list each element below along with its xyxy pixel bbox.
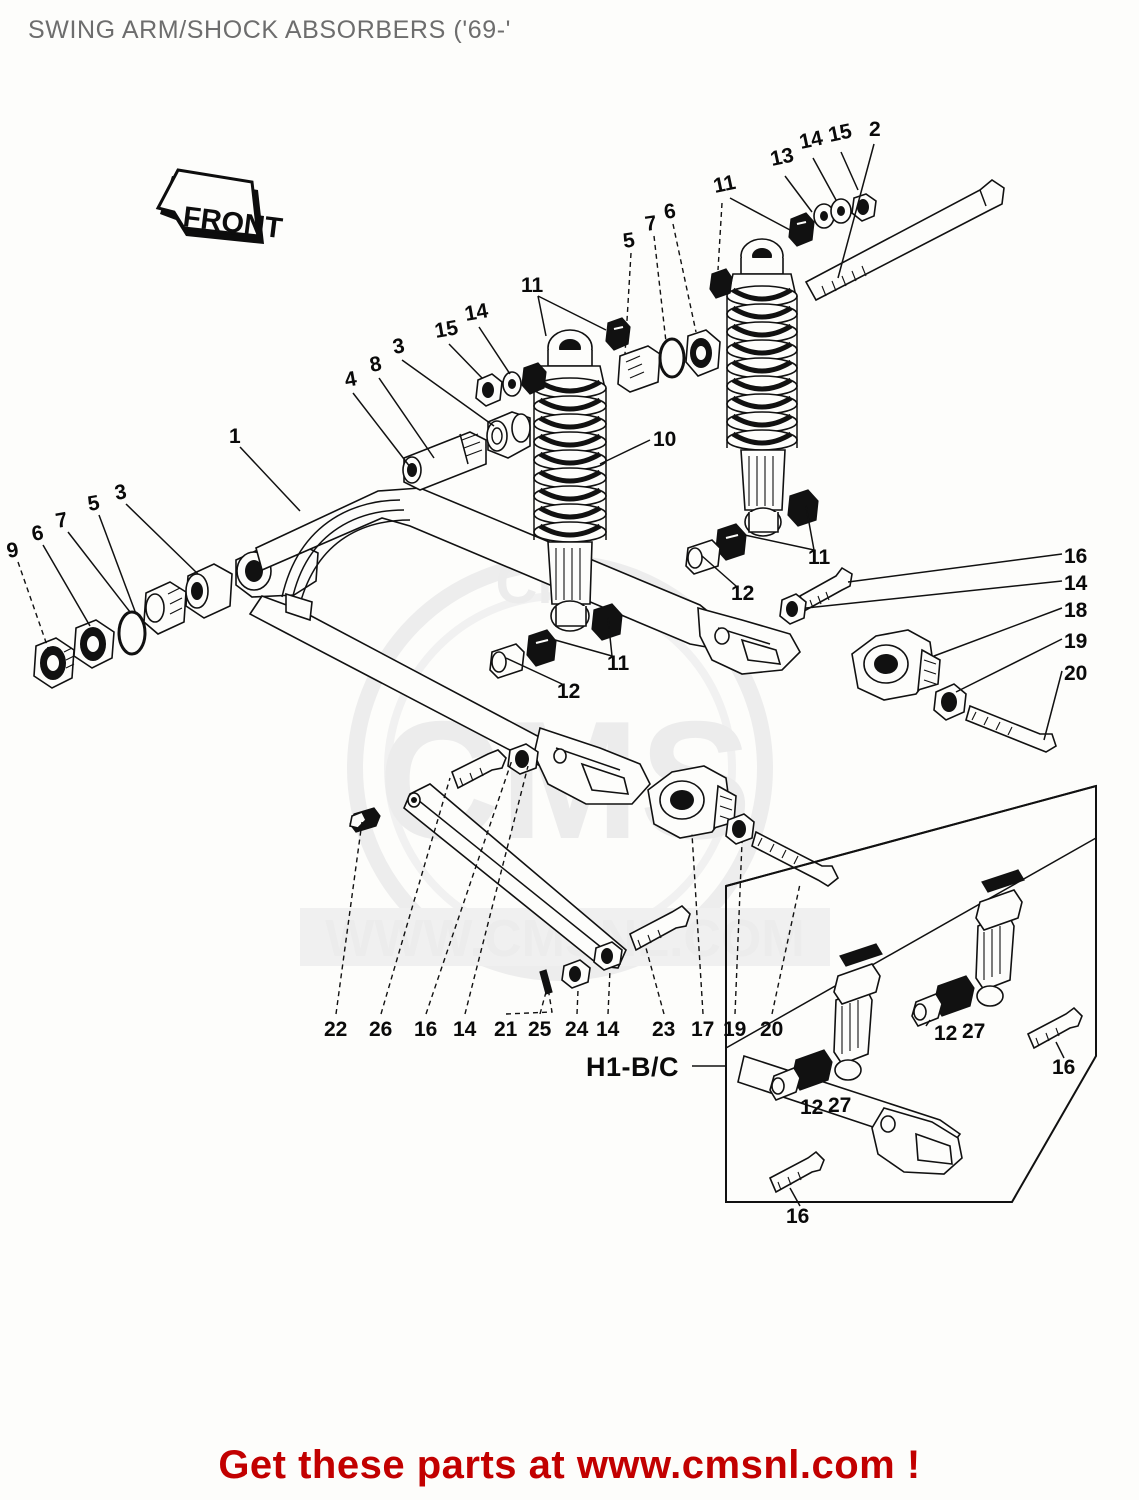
callout-15-tr: 15	[826, 119, 854, 146]
inset-callout-16-a: 16	[786, 1205, 809, 1228]
callout-23: 23	[652, 1018, 675, 1041]
callout-16-re: 16	[1064, 545, 1087, 568]
callout-6-lc: 6	[30, 521, 46, 546]
hardware-left-shock-upper	[475, 362, 547, 407]
hardware-top-center	[605, 317, 721, 393]
callout-20-br: 20	[760, 1018, 783, 1041]
callout-1: 1	[229, 425, 241, 448]
callout-16-br: 16	[414, 1018, 437, 1041]
callout-14-br: 14	[453, 1018, 477, 1041]
callout-14-re: 14	[1064, 572, 1088, 595]
callout-14-br2: 14	[596, 1018, 620, 1041]
callout-26: 26	[369, 1018, 392, 1041]
callout-12-r: 12	[731, 582, 754, 605]
callout-2: 2	[869, 118, 881, 141]
callout-21: 21	[494, 1018, 518, 1041]
callout-5-lc: 5	[86, 491, 102, 516]
callout-7-lc: 7	[54, 508, 70, 533]
callout-20-re: 20	[1064, 662, 1087, 685]
inset-box	[725, 784, 1097, 1203]
leader-lines	[17, 143, 1063, 1015]
callout-9: 9	[5, 538, 21, 563]
pivot-shaft-part-4	[402, 431, 487, 491]
shock-absorber-left	[533, 329, 607, 632]
inset-callout-27-b: 27	[962, 1020, 985, 1043]
hardware-right-lower	[685, 489, 819, 575]
page-title: SWING ARM/SHOCK ABSORBERS ('69-'	[28, 16, 512, 44]
inset-callout-12-b: 12	[934, 1022, 957, 1045]
inset-assembly-upper	[911, 869, 1083, 1059]
callout-24: 24	[565, 1018, 589, 1041]
callout-13: 13	[768, 144, 796, 171]
callout-14-ls: 14	[463, 299, 490, 326]
swing-arm-body	[235, 487, 801, 805]
inset-callout-27-a: 27	[828, 1094, 851, 1117]
inset-label: H1-B/C	[586, 1052, 679, 1082]
callout-7: 7	[643, 212, 658, 236]
callout-3-sa: 3	[391, 334, 407, 359]
callout-19-br: 19	[723, 1018, 746, 1041]
callout-6: 6	[662, 200, 677, 224]
hardware-mid	[489, 603, 623, 679]
front-marker: FRONT	[155, 168, 284, 245]
footer-promo-text: Get these parts at www.cmsnl.com !	[218, 1443, 921, 1487]
callout-17: 17	[691, 1018, 714, 1041]
callout-11-tr: 11	[711, 171, 738, 198]
callout-22: 22	[324, 1018, 347, 1041]
inset-callout-16-b: 16	[1052, 1056, 1075, 1079]
callout-11-r: 11	[808, 546, 831, 569]
callout-25: 25	[528, 1018, 552, 1041]
callout-14-tr: 14	[797, 126, 825, 153]
front-marker-label: FRONT	[181, 201, 284, 245]
hardware-right-mount	[779, 566, 853, 625]
callout-11-tc: 11	[521, 274, 544, 297]
callout-18-re: 18	[1064, 599, 1088, 622]
inset-label-leader	[692, 1048, 727, 1090]
callout-10: 10	[653, 428, 676, 451]
callout-12-mid: 12	[557, 680, 580, 703]
shock-absorber-right	[726, 238, 798, 537]
callout-15-ls: 15	[433, 316, 460, 343]
inset-callout-12-a: 12	[800, 1096, 823, 1119]
callout-numbers: 13 14 15 2 11 5 7 6 11 15 14 10 1 4 8 3 …	[5, 118, 1088, 1228]
callout-19-re: 19	[1064, 630, 1087, 653]
torque-arm-bracket-right	[851, 629, 1057, 753]
callout-11-mid: 11	[607, 652, 630, 675]
callout-3-lc: 3	[113, 480, 129, 505]
torque-arm-bracket	[647, 765, 737, 839]
hardware-torque-link	[349, 743, 691, 995]
callout-8: 8	[368, 352, 384, 377]
hardware-bottom-right	[725, 813, 840, 887]
inset-assembly-lower	[737, 943, 963, 1207]
hardware-top-right	[709, 179, 1005, 302]
hardware-left-cluster	[33, 563, 233, 689]
callout-5: 5	[621, 229, 636, 253]
exploded-parts-diagram: CMS CMS WWW.CMSNL.COM FRONT	[0, 48, 1139, 1428]
callout-4: 4	[343, 367, 359, 392]
bushing-part-3-upper	[486, 411, 531, 459]
